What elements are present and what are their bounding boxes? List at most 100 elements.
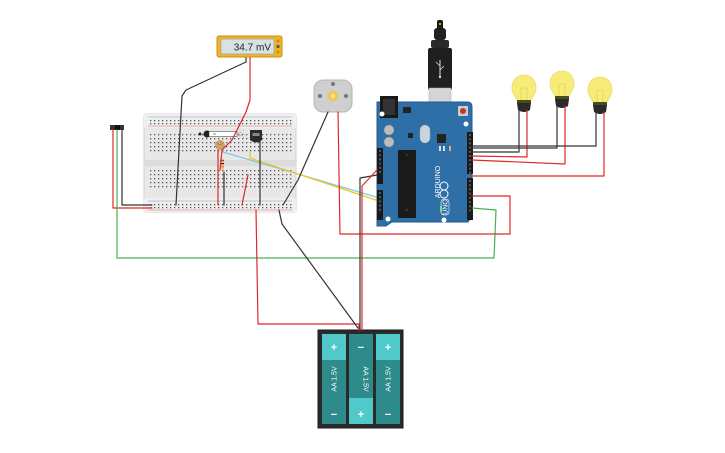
breadboard-hole[interactable] [178,186,180,188]
breadboard-hole[interactable] [238,178,240,180]
breadboard-hole[interactable] [250,178,252,180]
breadboard-hole[interactable] [278,146,280,148]
breadboard-hole[interactable] [286,182,288,184]
breadboard-hole[interactable] [262,120,264,122]
breadboard-hole[interactable] [254,207,256,209]
breadboard-hole[interactable] [178,120,180,122]
breadboard-hole[interactable] [234,174,236,176]
breadboard-hole[interactable] [218,170,220,172]
breadboard-hole[interactable] [170,186,172,188]
breadboard-hole[interactable] [274,123,276,125]
breadboard-hole[interactable] [206,142,208,144]
breadboard-hole[interactable] [182,178,184,180]
wire-red[interactable] [361,169,378,331]
breadboard-hole[interactable] [290,178,292,180]
breadboard-hole[interactable] [150,134,152,136]
breadboard-hole[interactable] [190,186,192,188]
breadboard-hole[interactable] [234,142,236,144]
breadboard-hole[interactable] [206,138,208,140]
breadboard-hole[interactable] [290,142,292,144]
breadboard-hole[interactable] [214,138,216,140]
header-pin[interactable] [469,192,471,195]
breadboard-hole[interactable] [186,174,188,176]
header-pin[interactable] [379,158,381,161]
wire-green[interactable] [116,129,497,259]
breadboard-hole[interactable] [186,120,188,122]
breadboard-hole[interactable] [290,207,292,209]
dc-motor[interactable] [313,79,353,113]
breadboard-hole[interactable] [254,150,256,152]
breadboard-hole[interactable] [214,142,216,144]
wire-red[interactable] [471,105,566,165]
breadboard-hole[interactable] [274,120,276,122]
breadboard-hole[interactable] [206,178,208,180]
breadboard-hole[interactable] [202,207,204,209]
breadboard-hole[interactable] [178,138,180,140]
breadboard-hole[interactable] [230,123,232,125]
breadboard-hole[interactable] [198,150,200,152]
breadboard-hole[interactable] [258,146,260,148]
breadboard-hole[interactable] [202,146,204,148]
breadboard-hole[interactable] [234,207,236,209]
breadboard-hole[interactable] [190,174,192,176]
breadboard-hole[interactable] [270,120,272,122]
breadboard-hole[interactable] [270,204,272,206]
breadboard-hole[interactable] [226,204,228,206]
wire-black[interactable] [471,109,520,153]
breadboard-hole[interactable] [194,204,196,206]
breadboard-hole[interactable] [158,146,160,148]
breadboard-hole[interactable] [206,150,208,152]
breadboard-hole[interactable] [210,142,212,144]
breadboard-hole[interactable] [198,178,200,180]
breadboard-hole[interactable] [170,138,172,140]
breadboard-hole[interactable] [170,182,172,184]
breadboard-hole[interactable] [158,204,160,206]
breadboard-hole[interactable] [210,150,212,152]
breadboard-hole[interactable] [214,178,216,180]
breadboard-hole[interactable] [194,146,196,148]
breadboard-hole[interactable] [266,134,268,136]
breadboard-hole[interactable] [150,120,152,122]
breadboard-hole[interactable] [162,186,164,188]
breadboard-hole[interactable] [262,174,264,176]
breadboard-hole[interactable] [154,182,156,184]
wire-black[interactable] [282,111,329,206]
breadboard-hole[interactable] [214,150,216,152]
breadboard-hole[interactable] [166,186,168,188]
breadboard-hole[interactable] [222,120,224,122]
breadboard-hole[interactable] [286,138,288,140]
breadboard-hole[interactable] [290,204,292,206]
breadboard-hole[interactable] [178,182,180,184]
breadboard-hole[interactable] [290,120,292,122]
potentiometer[interactable] [198,129,246,139]
battery-cell[interactable]: +−AA 1.5V [376,334,400,424]
breadboard-hole[interactable] [226,170,228,172]
breadboard-hole[interactable] [270,207,272,209]
breadboard-hole[interactable] [158,138,160,140]
breadboard-hole[interactable] [282,174,284,176]
breadboard-hole[interactable] [206,204,208,206]
breadboard-hole[interactable] [166,170,168,172]
header-pin[interactable] [379,196,381,199]
breadboard-hole[interactable] [150,182,152,184]
breadboard-hole[interactable] [246,207,248,209]
breadboard-hole[interactable] [278,134,280,136]
breadboard-hole[interactable] [166,207,168,209]
breadboard-hole[interactable] [242,170,244,172]
breadboard-hole[interactable] [210,174,212,176]
breadboard-hole[interactable] [234,120,236,122]
header-pin[interactable] [379,200,381,203]
breadboard-hole[interactable] [262,146,264,148]
breadboard-hole[interactable] [222,138,224,140]
breadboard-hole[interactable] [182,138,184,140]
breadboard-hole[interactable] [170,170,172,172]
breadboard-hole[interactable] [198,170,200,172]
breadboard-hole[interactable] [274,182,276,184]
breadboard-hole[interactable] [246,134,248,136]
wire-red[interactable] [255,209,360,331]
breadboard-hole[interactable] [222,150,224,152]
breadboard-hole[interactable] [178,134,180,136]
breadboard-hole[interactable] [282,186,284,188]
breadboard-hole[interactable] [162,204,164,206]
breadboard-hole[interactable] [238,150,240,152]
